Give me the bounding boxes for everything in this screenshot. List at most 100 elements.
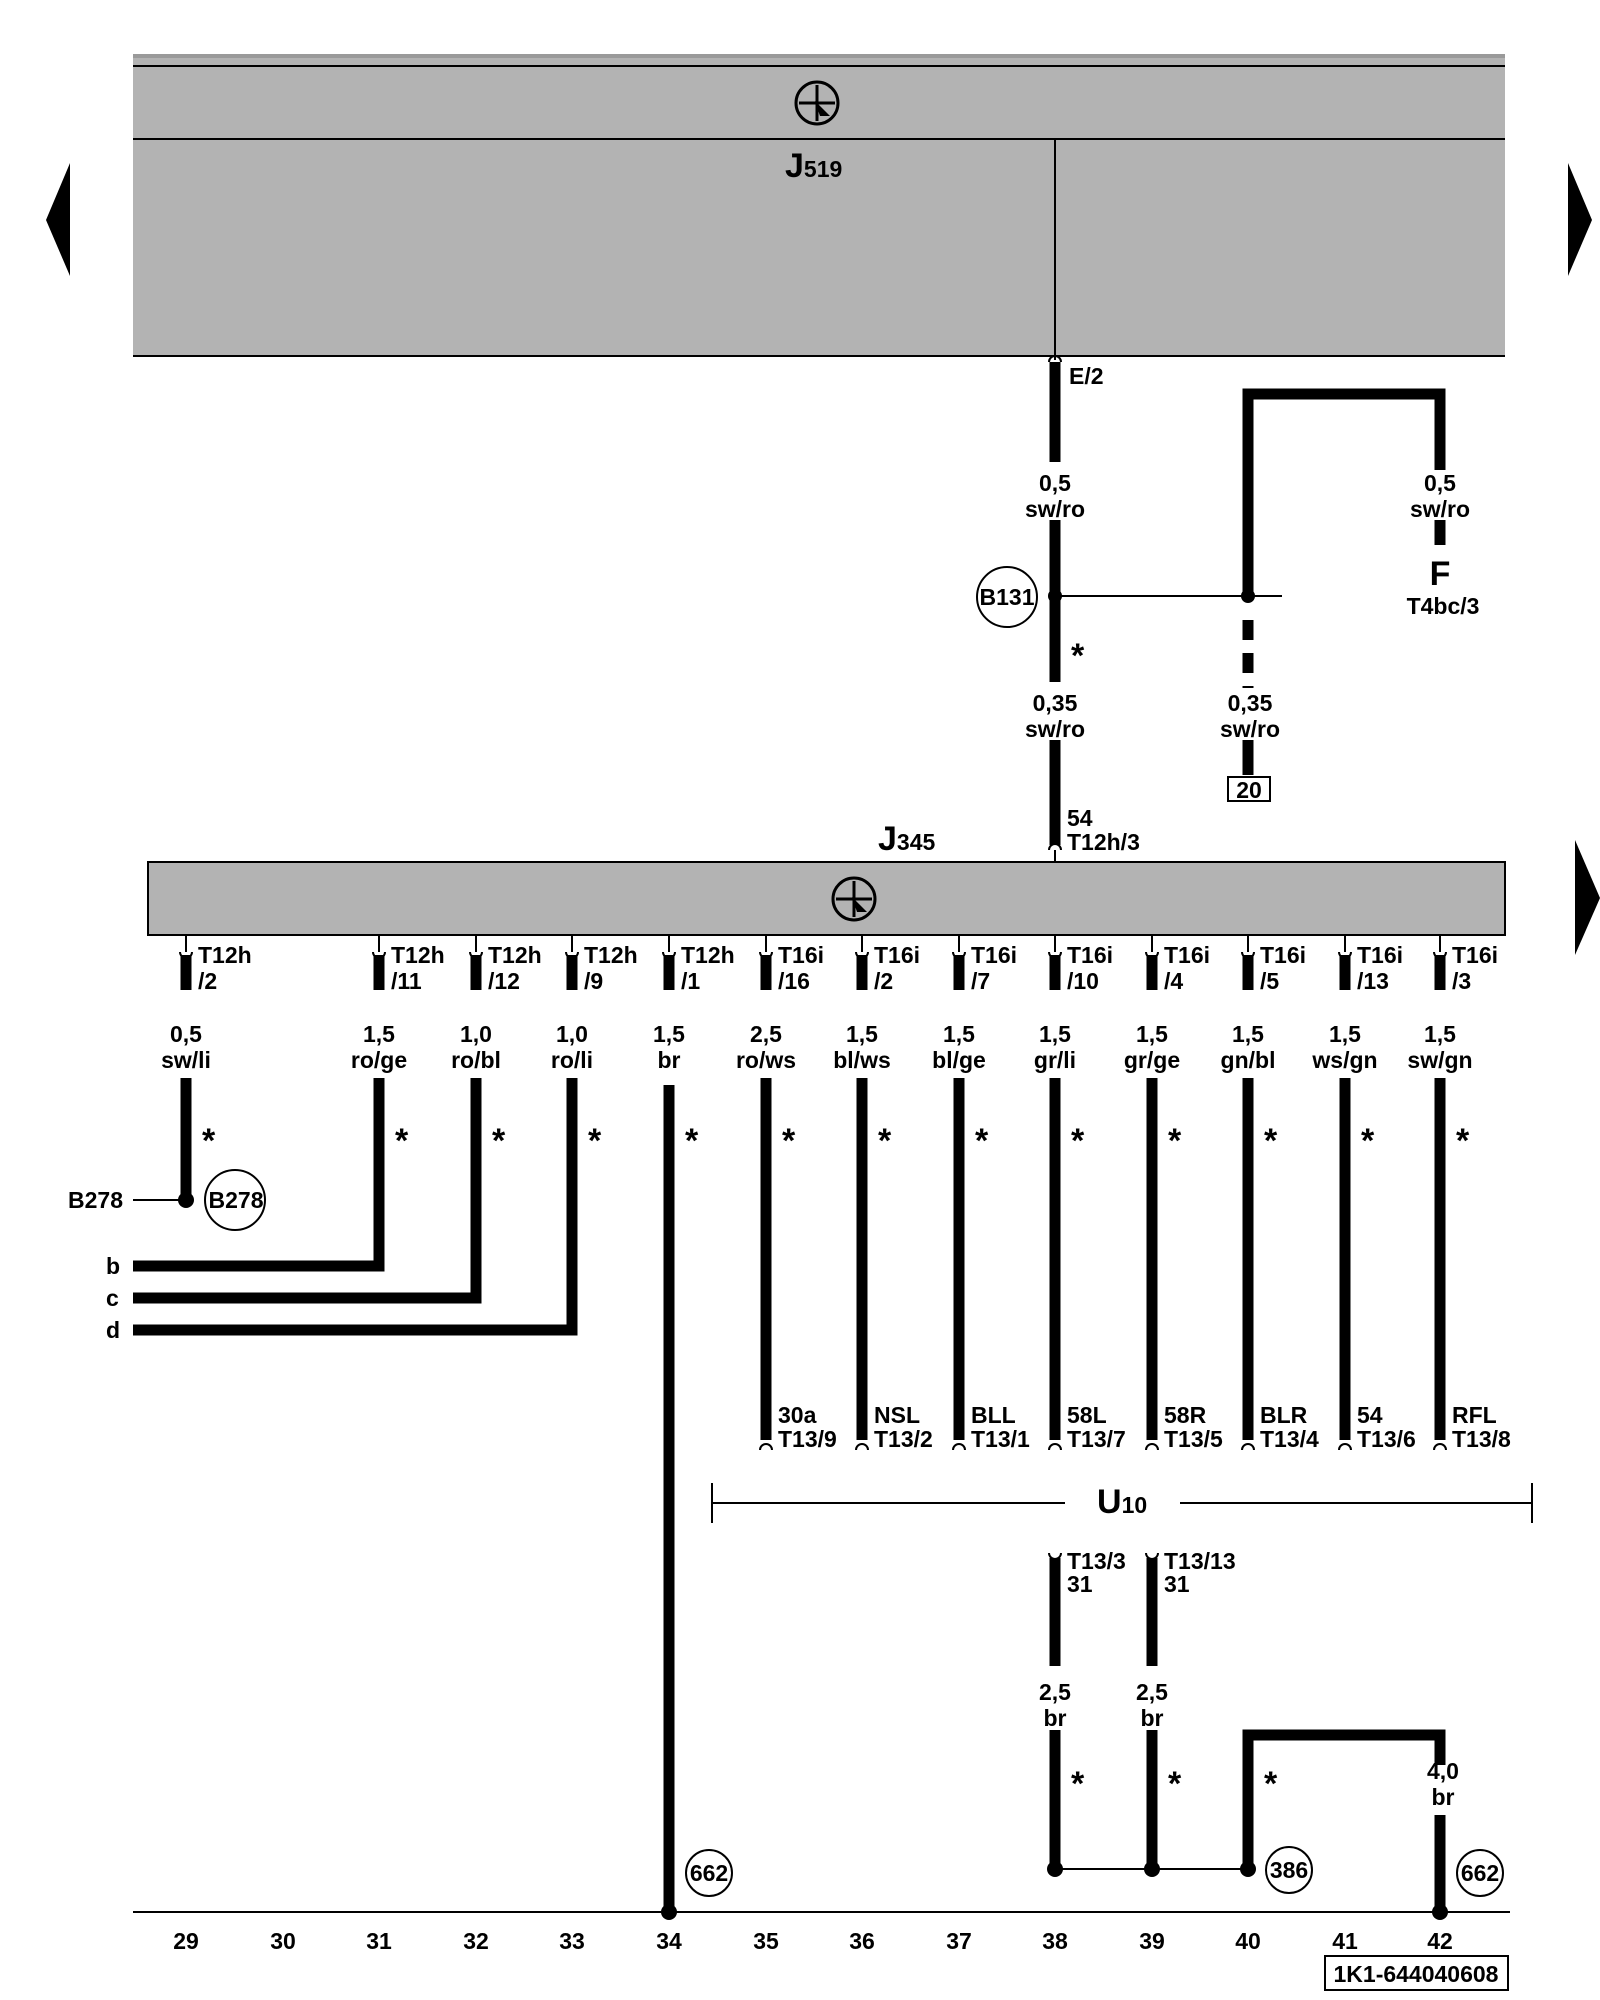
connector-conn: T12h [198,942,252,968]
connector-conn: T16i [1452,942,1498,968]
wire-color: sw/li [161,1047,211,1073]
u10-bracket [711,1483,1533,1523]
connector-pin: /16 [778,968,810,994]
star-marker: * [975,1122,989,1160]
wire-40-42-color: br [1432,1784,1455,1810]
b278-left-label: B278 [68,1187,123,1213]
doc-id: 1K1-644040608 [1334,1961,1499,1987]
wire-size: 1,0 [460,1021,492,1047]
wire-size: 1,0 [556,1021,588,1047]
j345-pin-conn: T12h/3 [1067,829,1140,855]
star-marker: * [1264,1765,1278,1803]
wire-color: br [1044,1705,1067,1731]
connector-pin: /3 [1452,968,1471,994]
j519-pin-label: E/2 [1069,363,1104,389]
column-number: 33 [559,1928,585,1954]
ground-ref-40-circle [1265,1846,1313,1894]
connector-pin: /9 [584,968,603,994]
ground-ref-40: 386 [1270,1857,1308,1883]
wire-size: 2,5 [1039,1679,1071,1705]
j345-label: J345 [878,820,936,858]
column-number: 31 [366,1928,392,1954]
column-number: 32 [463,1928,489,1954]
wire-size: 0,5 [170,1021,202,1047]
nav-right-arrow-icon-lower[interactable] [1575,840,1600,955]
star-marker: * [878,1122,892,1160]
ground-term: 31 [1067,1571,1093,1597]
wire-size: 2,5 [1136,1679,1168,1705]
letter-c: c [106,1285,119,1311]
wire-color: gr/li [1034,1047,1076,1073]
column-number: 29 [173,1928,199,1954]
wire-j519-j345 [1035,355,1075,862]
connector-pin: /12 [488,968,520,994]
wire-color: gr/ge [1124,1047,1180,1073]
wire-color: ro/ws [736,1047,796,1073]
connector-conn: T16i [1164,942,1210,968]
wire-color: bl/ge [932,1047,986,1073]
star-marker: * [782,1122,796,1160]
wire-color: ro/bl [451,1047,501,1073]
wire-branch-f [1242,388,1446,775]
u10-terminal: 54 [1357,1402,1383,1428]
wire-color: br [1141,1705,1164,1731]
column-number: 36 [849,1928,875,1954]
connector-conn: T12h [391,942,445,968]
star-marker: * [685,1122,699,1160]
wire-size: 1,5 [1039,1021,1071,1047]
nav-right-arrow-icon[interactable] [1568,163,1592,276]
top-wire-color: sw/ro [1025,496,1085,522]
j519-control-unit: J519 [133,54,1505,357]
star-marker: * [1071,637,1085,675]
connector-conn: T12h [584,942,638,968]
connector-2: T12h/111,5ro/ge* [351,935,445,1160]
ground-ref-34-circle [685,1849,733,1897]
star-marker: * [202,1122,216,1160]
connector-pin: /2 [198,968,217,994]
f-conn: T4bc/3 [1407,593,1480,619]
top-wire-size: 0,5 [1039,470,1071,496]
u10-label: U10 [1097,1483,1147,1521]
ref-20-box [1227,776,1271,802]
connector-conn: T12h [488,942,542,968]
j345-control-unit: J345 [147,820,1506,936]
connector-3: T12h/12 1,0ro/bl * [451,935,542,1160]
star-marker: * [492,1122,506,1160]
nav-left-arrow-icon[interactable] [46,163,70,276]
u10-terminal: 58L [1067,1402,1107,1428]
connector-1: T12h/2 0,5sw/li * [161,935,252,1200]
u10-pin: T13/4 [1260,1426,1319,1452]
control-unit-symbol-icon [831,876,877,922]
connector-4: T12h/91,0ro/li* [551,935,638,1160]
connector-conn: T16i [778,942,824,968]
u10-terminal: RFL [1452,1402,1497,1428]
connector-pin: /4 [1164,968,1183,994]
wire-color: br [658,1047,681,1073]
wire-size: 1,5 [1424,1021,1456,1047]
star-marker: * [1361,1122,1375,1160]
connector-conn: T16i [874,942,920,968]
star-marker: * [1264,1122,1278,1160]
wire-035-b-size: 0,35 [1228,690,1273,716]
b131-label: B131 [980,584,1035,610]
wire-color: ro/li [551,1047,593,1073]
connector-pin: /10 [1067,968,1099,994]
wire-035-color: sw/ro [1025,716,1085,742]
column-number: 37 [946,1928,972,1954]
star-marker: * [1168,1765,1182,1803]
f-wire-color: sw/ro [1410,496,1470,522]
control-unit-symbol-icon [794,80,840,126]
star-marker: * [1168,1122,1182,1160]
wire-color: bl/ws [833,1047,891,1073]
u10-pin: T13/2 [874,1426,933,1452]
u10-pin: T13/1 [971,1426,1030,1452]
ground-conn: T13/3 [1067,1548,1126,1574]
connector-pin: /7 [971,968,990,994]
ground-ref-42-circle [1456,1849,1504,1897]
